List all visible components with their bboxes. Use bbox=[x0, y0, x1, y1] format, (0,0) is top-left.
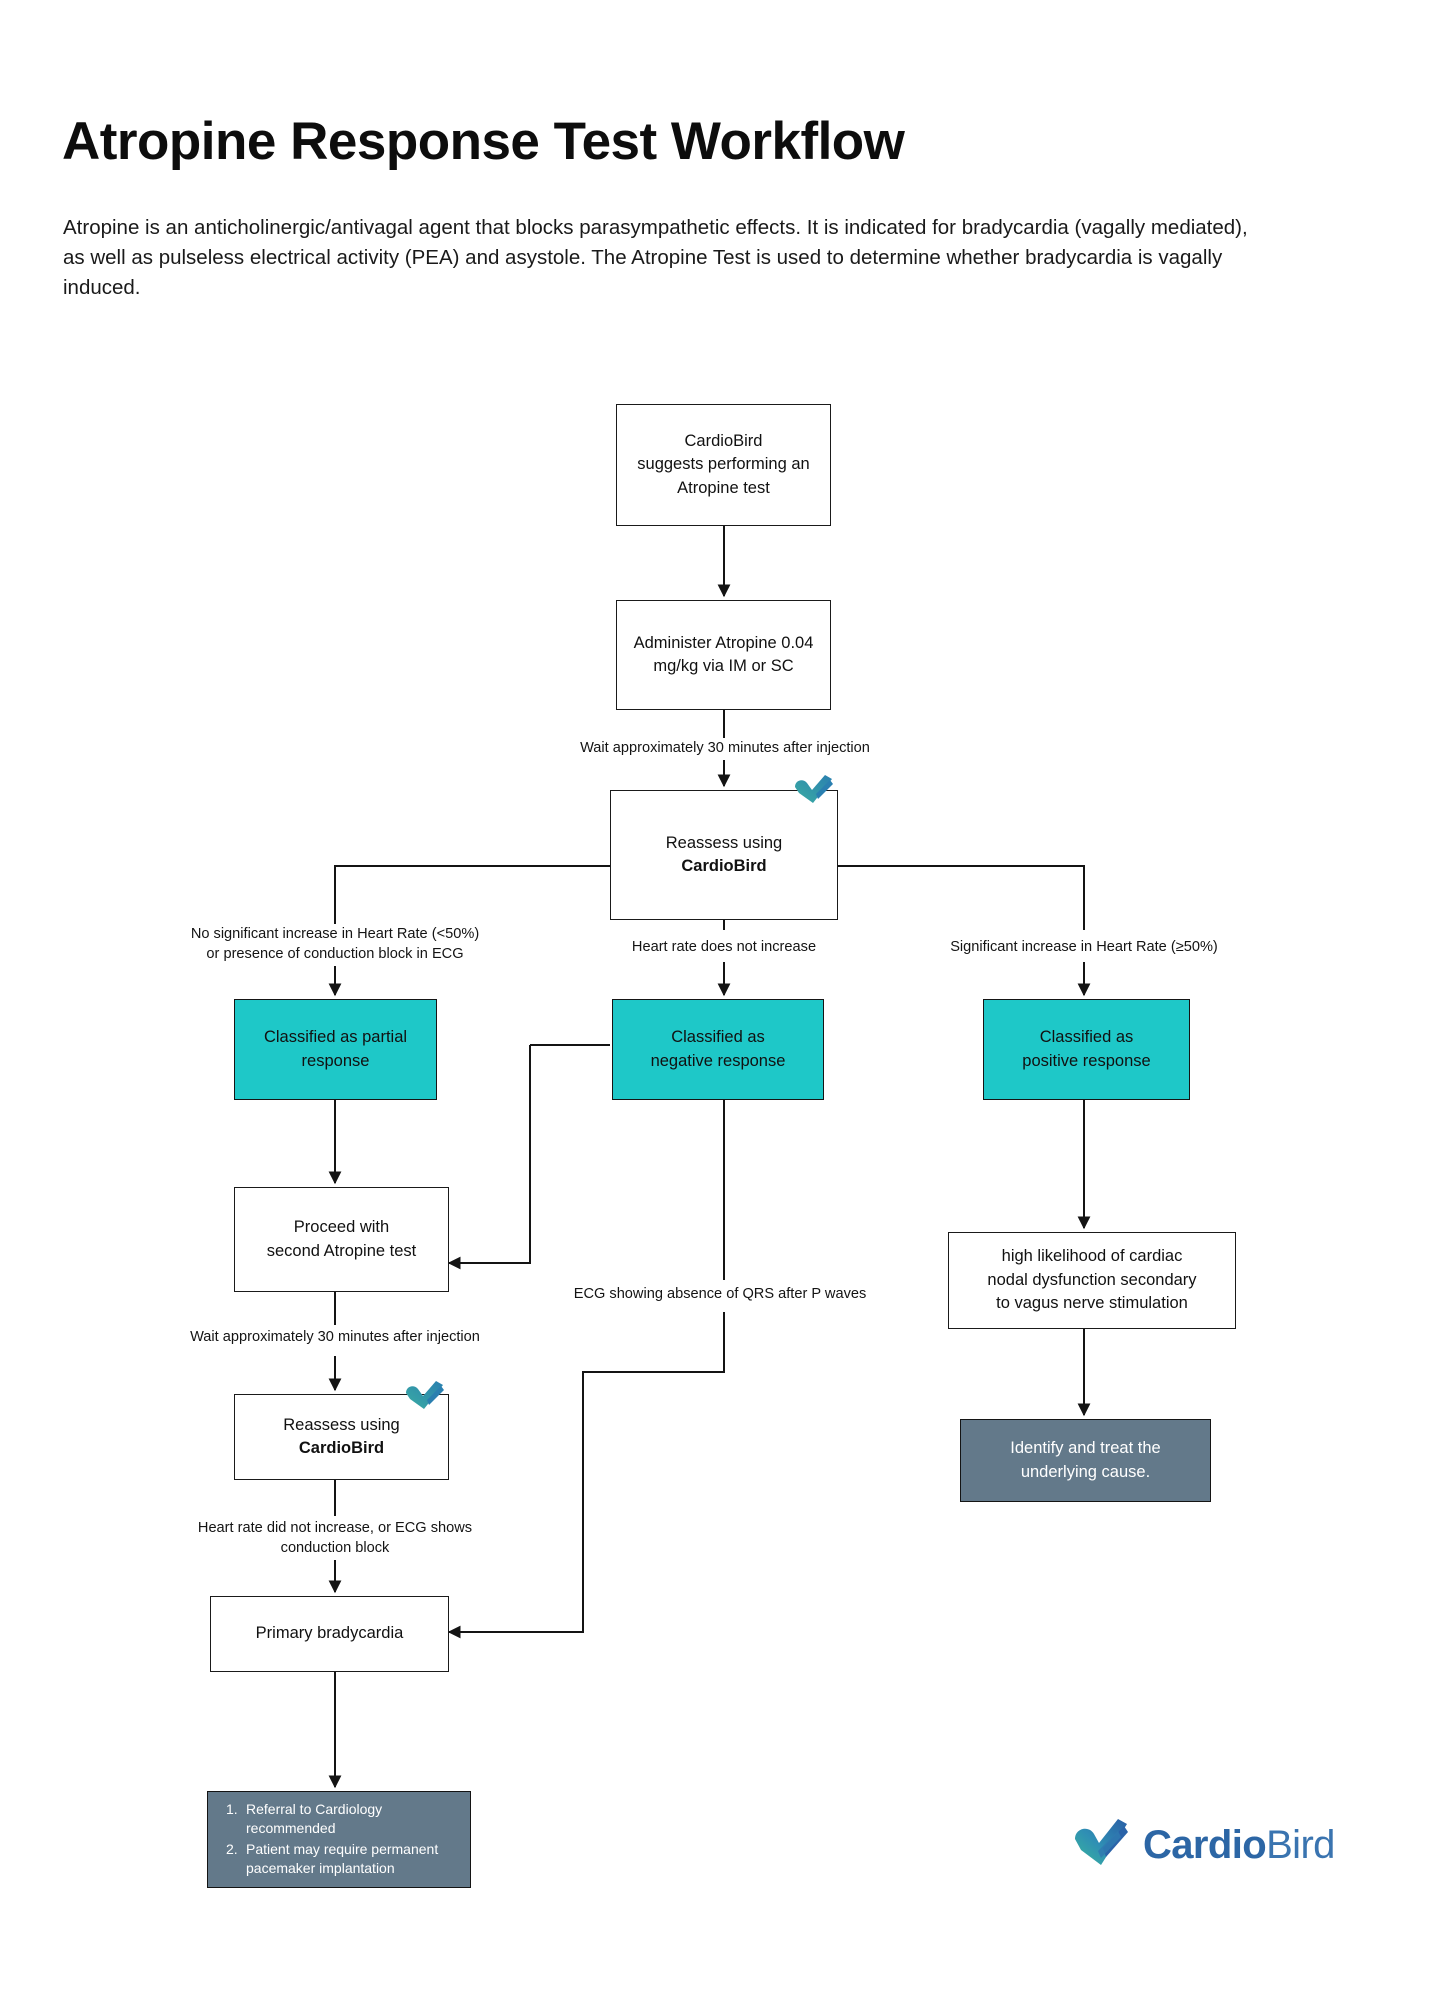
node-reassess1-line2: CardioBird bbox=[681, 857, 767, 875]
cardiobird-logo-icon bbox=[1075, 1819, 1128, 1865]
node-reassess-1[interactable]: Reassess using CardioBird bbox=[610, 790, 838, 920]
list-item: 1. Referral to Cardiology recommended bbox=[226, 1800, 383, 1837]
node-nodal-line3: to vagus nerve stimulation bbox=[996, 1294, 1188, 1313]
node-administer-atropine[interactable]: Administer Atropine 0.04 mg/kg via IM or… bbox=[616, 600, 831, 710]
node-primary-brady-line1: Primary bradycardia bbox=[255, 1624, 404, 1643]
node-start[interactable]: CardioBird suggests performing an Atropi… bbox=[616, 404, 831, 526]
node-start-line1: CardioBird bbox=[684, 431, 763, 450]
edge-label-branch-left: No significant increase in Heart Rate (<… bbox=[175, 924, 495, 966]
node-second-test-line2: second Atropine test bbox=[266, 1241, 417, 1260]
edge-label-after-reassess-2: Heart rate did not increase, or ECG show… bbox=[175, 1518, 495, 1560]
node-nodal-line2: nodal dysfunction secondary bbox=[987, 1270, 1197, 1289]
node-partial-response[interactable]: Classified as partial response bbox=[234, 999, 437, 1100]
referral-list: 1. Referral to Cardiology recommended 2.… bbox=[226, 1800, 458, 1879]
node-start-line2: suggests performing an bbox=[637, 455, 810, 474]
brand-wordmark: CardioBird bbox=[1143, 1822, 1335, 1867]
node-negative-line2: negative response bbox=[650, 1051, 786, 1070]
node-primary-bradycardia[interactable]: Primary bradycardia bbox=[210, 1596, 449, 1672]
edge-label-wait-1: Wait approximately 30 minutes after inje… bbox=[540, 738, 910, 760]
node-start-line3: Atropine test bbox=[677, 478, 770, 497]
node-nodal-dysfunction[interactable]: high likelihood of cardiac nodal dysfunc… bbox=[948, 1232, 1236, 1329]
node-reassess-2[interactable]: Reassess using CardioBird bbox=[234, 1394, 449, 1480]
edge-label-branch-right: Significant increase in Heart Rate (≥50%… bbox=[934, 937, 1234, 959]
cardiobird-check-icon bbox=[406, 1381, 444, 1409]
node-identify-line2: underlying cause. bbox=[1020, 1462, 1151, 1481]
node-identify-line1: Identify and treat the bbox=[1010, 1439, 1161, 1458]
node-second-test-line1: Proceed with bbox=[293, 1218, 390, 1237]
node-second-atropine-test[interactable]: Proceed with second Atropine test bbox=[234, 1187, 449, 1292]
page-title: Atropine Response Test Workflow bbox=[62, 111, 905, 171]
node-reassess2-line1: Reassess using bbox=[283, 1415, 400, 1434]
node-positive-line2: positive response bbox=[1022, 1051, 1151, 1070]
node-positive-line1: Classified as bbox=[1039, 1028, 1134, 1047]
node-identify-treat[interactable]: Identify and treat the underlying cause. bbox=[960, 1419, 1211, 1502]
cardiobird-brand-logo: CardioBird bbox=[1068, 1817, 1335, 1873]
node-administer-line1: Administer Atropine 0.04 bbox=[633, 633, 814, 652]
node-partial-line2: response bbox=[301, 1051, 370, 1070]
node-reassess2-line2: CardioBird bbox=[298, 1439, 385, 1457]
node-nodal-line1: high likelihood of cardiac bbox=[1001, 1247, 1183, 1266]
node-reassess1-line1: Reassess using bbox=[665, 833, 783, 852]
node-administer-line2: mg/kg via IM or SC bbox=[653, 657, 794, 675]
node-partial-line1: Classified as partial bbox=[263, 1028, 408, 1047]
node-referral-actions[interactable]: 1. Referral to Cardiology recommended 2.… bbox=[207, 1791, 471, 1888]
list-item: 2. Patient may require permanent pacemak… bbox=[226, 1840, 439, 1876]
cardiobird-check-icon bbox=[795, 775, 833, 803]
edge-label-ecg-absence: ECG showing absence of QRS after P waves bbox=[560, 1284, 880, 1306]
page-intro-paragraph: Atropine is an anticholinergic/antivagal… bbox=[63, 215, 1248, 300]
edge-label-wait-2: Wait approximately 30 minutes after inje… bbox=[150, 1327, 520, 1349]
node-negative-response[interactable]: Classified as negative response bbox=[612, 999, 824, 1100]
edge-label-branch-middle: Heart rate does not increase bbox=[604, 937, 844, 959]
node-positive-response[interactable]: Classified as positive response bbox=[983, 999, 1190, 1100]
node-negative-line1: Classified as bbox=[671, 1028, 765, 1047]
